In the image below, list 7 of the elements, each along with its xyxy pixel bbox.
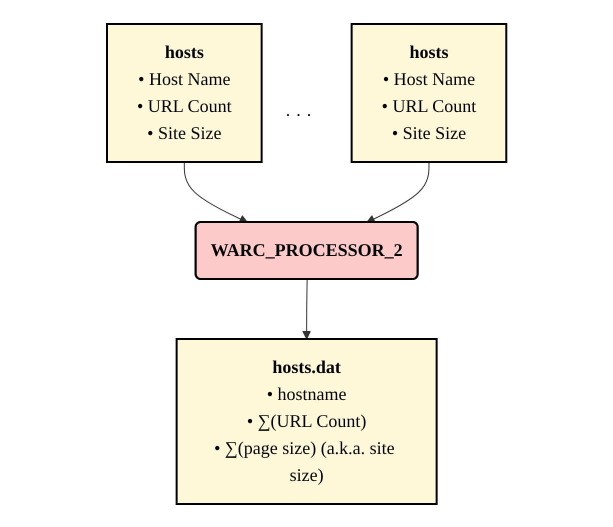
arrow (302, 278, 311, 339)
ellipsis-text: · · · (285, 105, 312, 125)
node-box: hosts • Host Name • URL Count • Site Size (106, 22, 262, 162)
node-box: hosts.dat • hostname • ∑(URL Count) • ∑(page size) (a.k.a. site size) (176, 338, 438, 504)
arrow (184, 161, 248, 223)
arrow (366, 161, 430, 222)
node-box: hosts • Host Name • URL Count • Site Size (350, 22, 508, 162)
